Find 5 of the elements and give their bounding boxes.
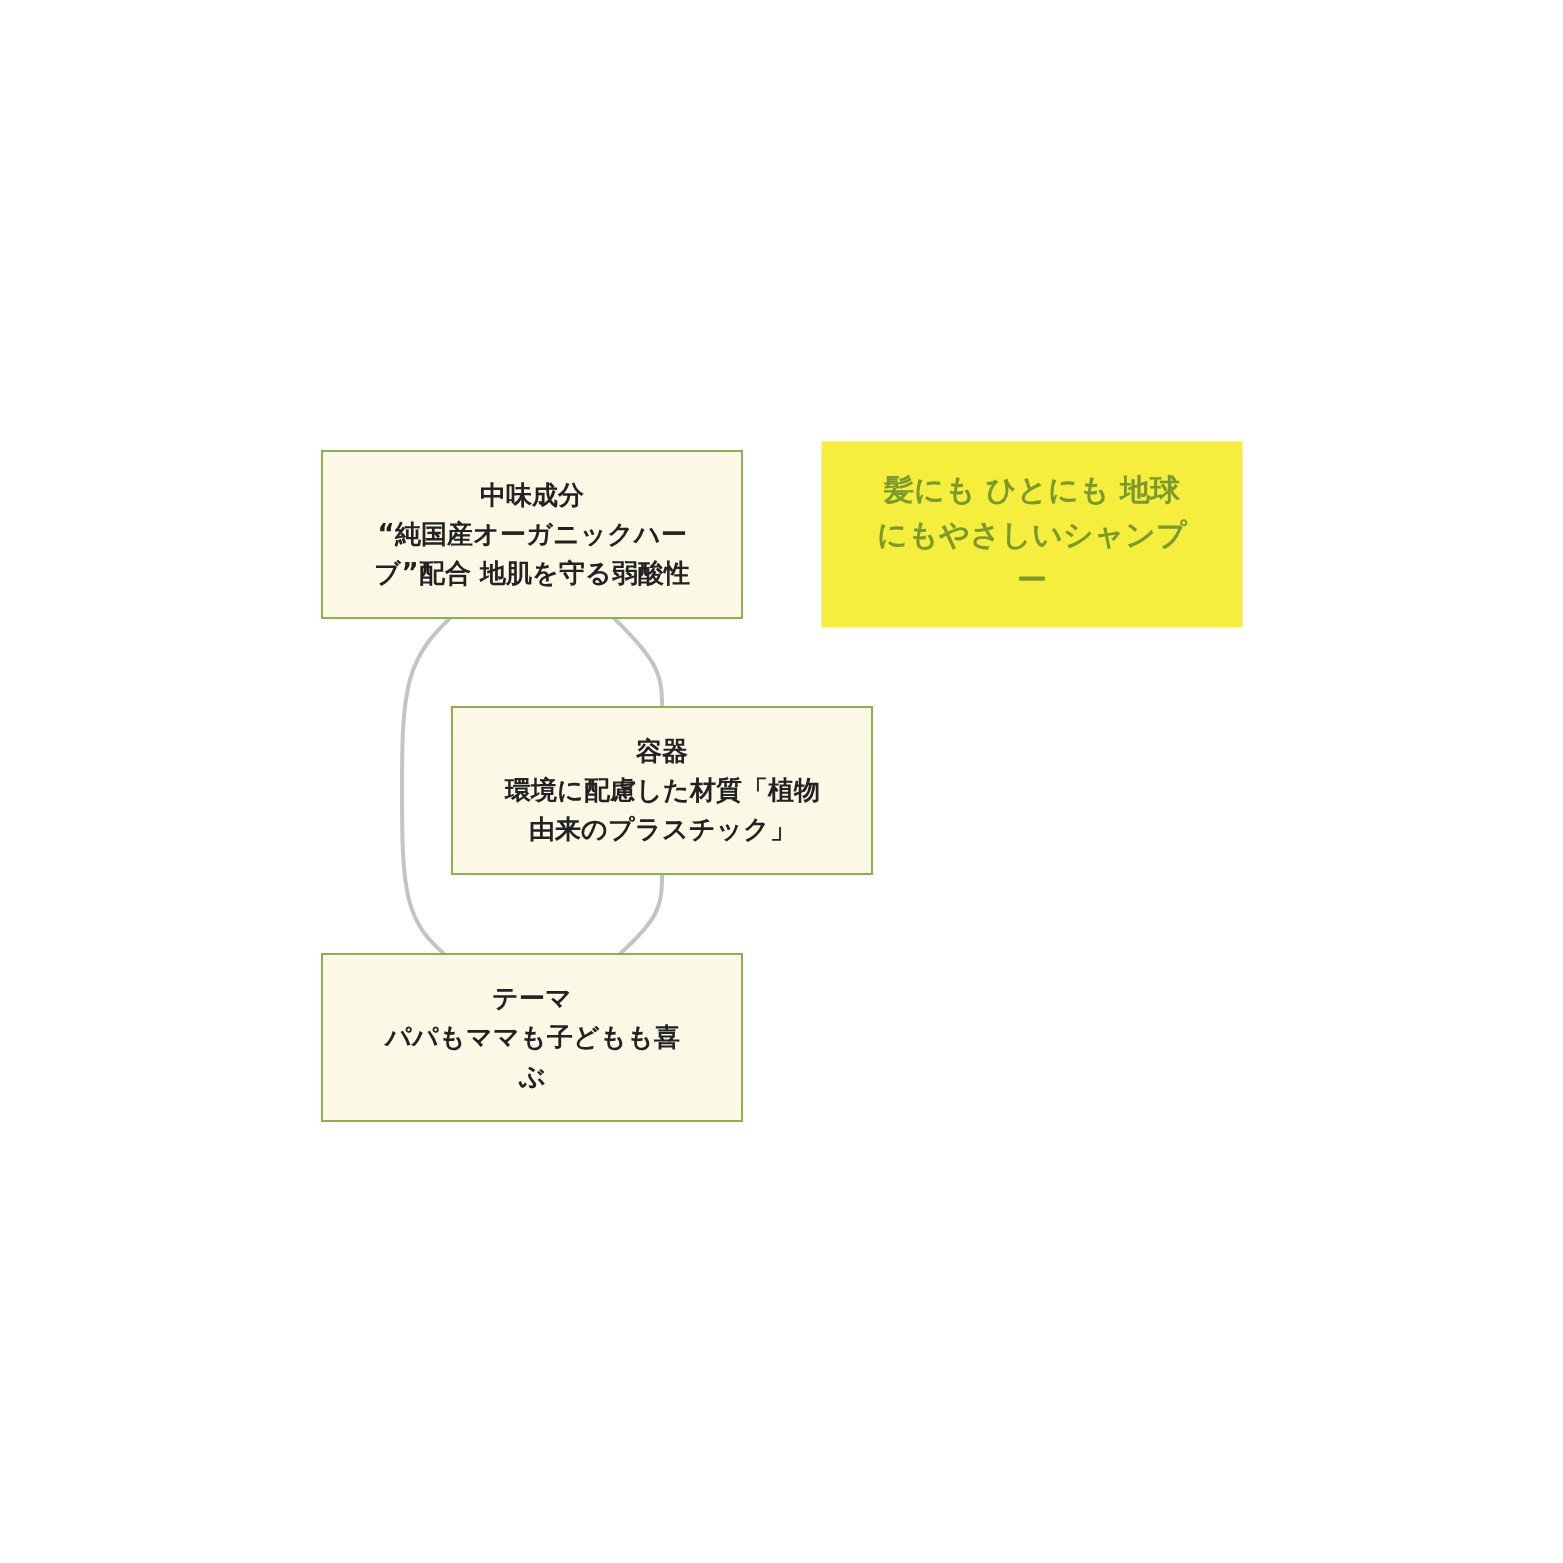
node-box: 中味成分 “純国産オーガニックハーブ”配合 地肌を守る弱酸性 bbox=[320, 450, 743, 619]
node-box: 容器 環境に配慮した材質「植物由来のプラスチック」 bbox=[450, 706, 873, 875]
node-box: 髪にも ひとにも 地球にもやさしいシャンプー bbox=[821, 441, 1242, 628]
node-box: テーマ パパもママも子どもも喜ぶ bbox=[320, 953, 743, 1122]
connector bbox=[618, 874, 664, 956]
